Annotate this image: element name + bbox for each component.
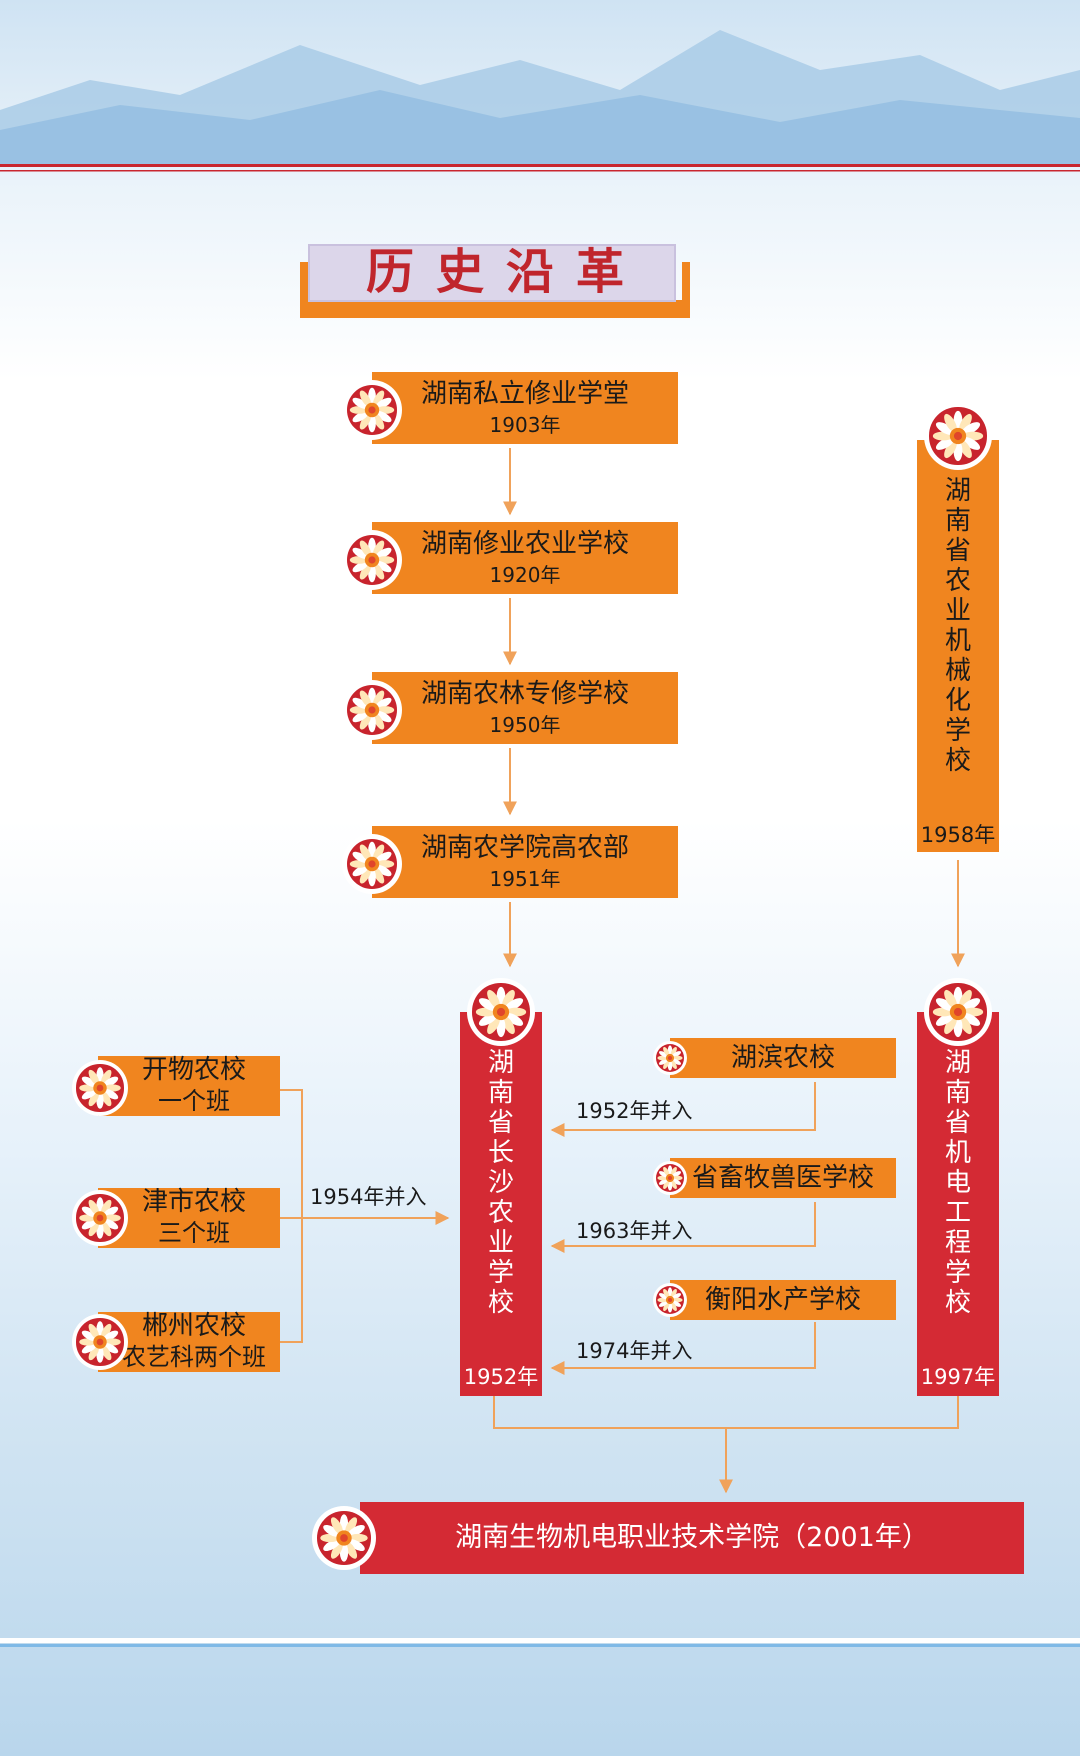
title-ribbon	[300, 262, 690, 318]
right-merge-hengyang: 衡阳水产学校	[670, 1280, 896, 1320]
box-1903: 湖南私立修业学堂 1903年	[372, 372, 678, 444]
box-1951-name: 湖南农学院高农部	[420, 833, 629, 863]
left-merge-label: 1954年并入	[310, 1185, 427, 1209]
box-1920-year: 1920年	[489, 563, 561, 587]
title-bar	[308, 244, 676, 302]
page-title: 历史沿革	[365, 244, 646, 300]
left-bracket	[280, 1089, 303, 1343]
mech-school-column: 湖南省农业机械化学校 1958年	[917, 440, 999, 852]
final-college-bar: 湖南生物机电职业技术学院（2001年）	[360, 1502, 1024, 1574]
box-1950: 湖南农林专修学校 1950年	[372, 672, 678, 744]
left-merge-jinshi-line2: 三个班	[158, 1219, 230, 1247]
flower-medallion-icon	[72, 1060, 128, 1116]
flower-medallion-icon	[467, 978, 535, 1046]
page-title-block: 历史沿革	[300, 242, 690, 318]
right-merge-hubin-name: 湖滨农校	[730, 1043, 835, 1073]
box-1950-name: 湖南农林专修学校	[420, 679, 629, 709]
connectors	[280, 448, 965, 1494]
flower-medallion-icon	[72, 1314, 128, 1370]
electro-school-name: 湖南省机电工程学校	[944, 1048, 971, 1318]
flower-medallion-icon	[342, 834, 402, 894]
flower-medallion-icon	[342, 380, 402, 440]
changsha-school-year: 1952年	[463, 1365, 539, 1389]
flower-medallion-icon	[653, 1041, 687, 1075]
flower-medallion-icon	[653, 1283, 687, 1317]
box-1951: 湖南农学院高农部 1951年	[372, 826, 678, 898]
right-merge-hubin-label: 1952年并入	[576, 1099, 693, 1123]
mountain-banner	[0, 0, 1080, 172]
left-merge-chenzhou: 郴州农校 农艺科两个班	[98, 1311, 280, 1372]
left-merge-chenzhou-line1: 郴州农校	[141, 1311, 246, 1341]
box-1920: 湖南修业农业学校 1920年	[372, 522, 678, 594]
flower-medallion-icon	[312, 1506, 376, 1570]
left-merge-kaiwu: 开物农校 一个班	[98, 1055, 280, 1116]
electro-school-year: 1997年	[920, 1365, 996, 1389]
arrow-1974	[550, 1322, 816, 1375]
flower-medallion-icon	[72, 1190, 128, 1246]
changsha-school-name: 湖南省长沙农业学校	[487, 1048, 514, 1318]
right-merge-xumu-name: 省畜牧兽医学校	[691, 1163, 874, 1193]
left-merge-kaiwu-line2: 一个班	[158, 1087, 230, 1115]
left-merge-chenzhou-line2: 农艺科两个班	[122, 1343, 266, 1371]
flower-medallion-icon	[342, 530, 402, 590]
bottom-divider-blue	[0, 1644, 1080, 1647]
right-merge-xumu-label: 1963年并入	[576, 1219, 693, 1243]
box-1903-year: 1903年	[489, 413, 561, 437]
box-1903-name: 湖南私立修业学堂	[420, 379, 629, 409]
flower-medallion-icon	[924, 978, 992, 1046]
mech-school-year: 1958年	[920, 823, 996, 847]
right-merge-hengyang-name: 衡阳水产学校	[704, 1285, 861, 1315]
left-merge-jinshi: 津市农校 三个班	[98, 1187, 280, 1248]
right-merge-hengyang-label: 1974年并入	[576, 1339, 693, 1363]
box-1950-year: 1950年	[489, 713, 561, 737]
changsha-school-column: 湖南省长沙农业学校 1952年	[460, 1012, 542, 1396]
join-line	[493, 1396, 959, 1429]
arrow-1952	[550, 1082, 816, 1137]
mech-school-name: 湖南省农业机械化学校	[944, 476, 971, 776]
bottom-divider	[0, 1638, 1080, 1643]
right-merge-xumu: 省畜牧兽医学校	[670, 1158, 896, 1198]
flower-medallion-icon	[653, 1161, 687, 1195]
left-merge-kaiwu-line1: 开物农校	[141, 1055, 246, 1085]
right-merge-hubin: 湖滨农校	[670, 1038, 896, 1078]
arrow-1963	[550, 1202, 816, 1253]
box-1951-year: 1951年	[489, 867, 561, 891]
electro-school-column: 湖南省机电工程学校 1997年	[917, 1012, 999, 1396]
left-merge-jinshi-line1: 津市农校	[141, 1187, 246, 1217]
flower-medallion-icon	[342, 680, 402, 740]
flower-medallion-icon	[924, 402, 992, 470]
box-1920-name: 湖南修业农业学校	[420, 529, 629, 559]
